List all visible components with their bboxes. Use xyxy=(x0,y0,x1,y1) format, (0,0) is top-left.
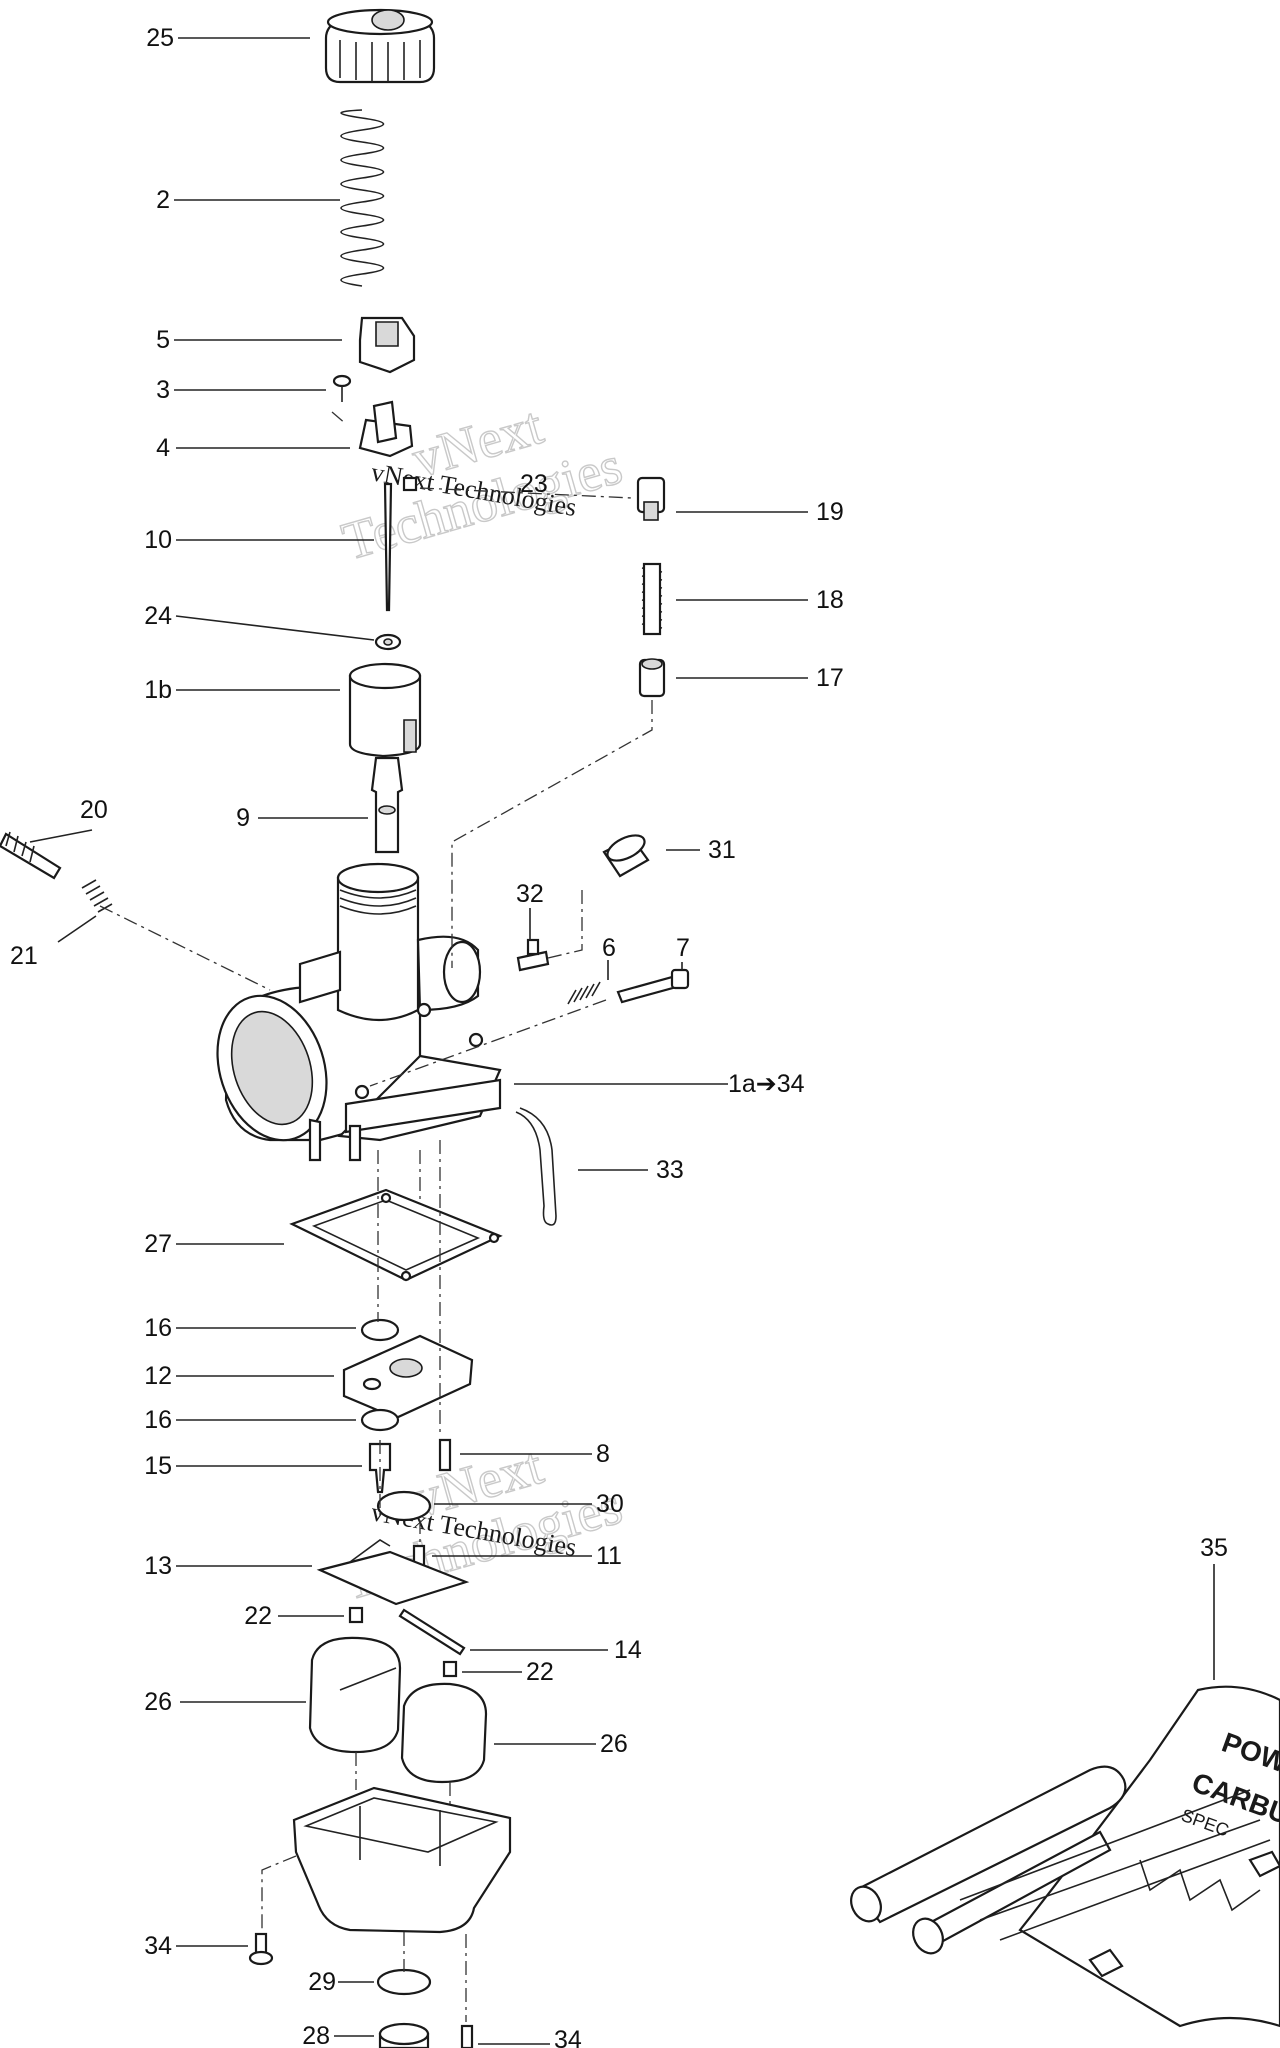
label-26-left: 26 xyxy=(144,1688,172,1716)
part-9-needle-jet xyxy=(370,756,404,854)
part-13-float-arm xyxy=(316,1539,470,1606)
part-32-air-screw xyxy=(516,938,550,972)
label-34-bottom: 34 xyxy=(554,2026,582,2048)
label-16-lower: 16 xyxy=(144,1406,172,1434)
label-15: 15 xyxy=(144,1452,172,1480)
label-29: 29 xyxy=(308,1968,336,1996)
label-31: 31 xyxy=(708,836,736,864)
part-26-float-left xyxy=(308,1636,402,1754)
label-5: 5 xyxy=(156,326,170,354)
label-24: 24 xyxy=(144,602,172,630)
part-22-cap-left xyxy=(348,1606,364,1624)
callout-labels: 25 2 5 3 4 23 10 19 18 24 17 1b 9 20 31 … xyxy=(10,24,1228,2048)
part-28-plug xyxy=(378,2022,430,2048)
part-1b-slide xyxy=(348,662,422,758)
label-34-left: 34 xyxy=(144,1932,172,1960)
label-27: 27 xyxy=(144,1230,172,1258)
label-12: 12 xyxy=(144,1362,172,1390)
part-35-tool-kit: POWE CARBU SPEC xyxy=(850,1685,1280,2028)
label-16-upper: 16 xyxy=(144,1314,172,1342)
part-31-cap xyxy=(602,834,650,878)
part-4-holder xyxy=(358,400,414,458)
label-35: 35 xyxy=(1200,1534,1228,1562)
part-34-screw-left xyxy=(248,1932,274,1966)
part-1a-carburetor-body xyxy=(216,862,502,1162)
part-33-oring xyxy=(515,1107,557,1226)
label-32: 32 xyxy=(516,880,544,908)
label-21: 21 xyxy=(10,942,38,970)
part-24-washer xyxy=(374,633,402,651)
label-6: 6 xyxy=(602,934,616,962)
part-23-nut xyxy=(402,476,418,492)
leader-lines xyxy=(29,37,1215,2045)
label-10: 10 xyxy=(144,526,172,554)
label-20: 20 xyxy=(80,796,108,824)
label-7: 7 xyxy=(676,934,690,962)
label-14: 14 xyxy=(614,1636,642,1664)
label-2: 2 xyxy=(156,186,170,214)
part-7-screw xyxy=(616,968,690,1004)
label-9: 9 xyxy=(236,804,250,832)
label-30: 30 xyxy=(596,1490,624,1518)
label-28: 28 xyxy=(302,2022,330,2048)
label-1b: 1b xyxy=(144,676,172,704)
part-6-spring xyxy=(567,981,601,1005)
part-34-screw-bottom xyxy=(460,2024,474,2048)
part-16-upper-oring xyxy=(360,1318,400,1342)
part-19-adjuster xyxy=(636,476,666,521)
part-30-part xyxy=(376,1490,432,1522)
part-8-pilot-jet xyxy=(438,1438,452,1472)
label-25: 25 xyxy=(146,24,174,52)
part-22-cap-right xyxy=(442,1660,458,1678)
part-26-float-right xyxy=(400,1682,488,1784)
label-26-right: 26 xyxy=(600,1730,628,1758)
assembly-dash-lines xyxy=(99,411,653,2022)
part-25-cap xyxy=(324,8,436,84)
part-5-clip xyxy=(358,316,416,374)
part-21-idle-spring xyxy=(81,879,113,913)
part-16-lower-oring xyxy=(360,1408,400,1432)
label-23: 23 xyxy=(520,470,548,498)
label-8: 8 xyxy=(596,1440,610,1468)
part-12-plate xyxy=(342,1334,474,1420)
part-27-gasket xyxy=(289,1188,503,1282)
label-19: 19 xyxy=(816,498,844,526)
part-17-jet xyxy=(638,658,666,698)
label-3: 3 xyxy=(156,376,170,404)
part-10-needle xyxy=(383,482,393,612)
part-14-pin xyxy=(398,1608,466,1656)
part-2-spring xyxy=(340,109,385,287)
label-1a-34: 1a➔34 xyxy=(728,1070,805,1098)
label-22-right: 22 xyxy=(526,1658,554,1686)
label-33: 33 xyxy=(656,1156,684,1184)
label-18: 18 xyxy=(816,586,844,614)
label-13: 13 xyxy=(144,1552,172,1580)
label-11: 11 xyxy=(596,1542,622,1570)
part-float-bowl xyxy=(292,1786,512,1934)
part-20-idle-screw xyxy=(0,831,62,880)
label-4: 4 xyxy=(156,434,170,462)
part-29-oring xyxy=(376,1968,432,1996)
label-17: 17 xyxy=(816,664,844,692)
part-18-spring xyxy=(641,562,663,636)
label-22-left: 22 xyxy=(244,1602,272,1630)
part-3-screw xyxy=(332,374,352,402)
